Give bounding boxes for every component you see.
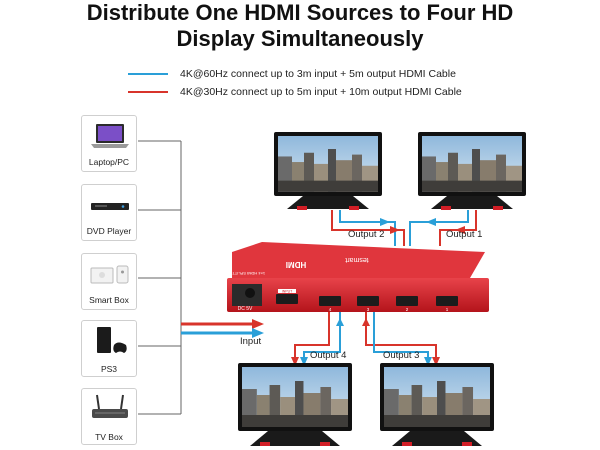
input-cables bbox=[181, 319, 264, 338]
legend-text-60hz: 4K@60Hz connect up to 3m input + 5m outp… bbox=[180, 68, 456, 80]
legend-item-60hz: 4K@60Hz connect up to 3m input + 5m outp… bbox=[128, 66, 456, 82]
source-laptop: Laptop/PC bbox=[81, 115, 137, 172]
port-number-1: 1 bbox=[446, 307, 449, 312]
port-number-2: 2 bbox=[406, 307, 409, 312]
input-label: Input bbox=[240, 336, 262, 347]
legend-line-red bbox=[128, 91, 168, 93]
output-2-label: Output 2 bbox=[348, 229, 385, 240]
source-ps3: PS3 bbox=[81, 320, 137, 377]
hdmi-splitter: DC 5V INPUT 4 3 2 1 HDMI tesmart 1×4 HDM… bbox=[227, 242, 489, 312]
laptop-icon bbox=[91, 124, 129, 148]
device-logo-text: tesmart bbox=[345, 256, 368, 263]
source-label-dvd: DVD Player bbox=[86, 226, 132, 236]
title-line-1: Distribute One HDMI Sources to Four HD bbox=[86, 0, 514, 25]
source-bus-wiring bbox=[138, 140, 182, 415]
monitor-output-1 bbox=[418, 132, 526, 210]
output-1-label: Output 1 bbox=[446, 229, 483, 240]
device-brand-text: HDMI bbox=[286, 260, 306, 269]
legend-text-30hz: 4K@30Hz connect up to 5m input + 10m out… bbox=[180, 86, 462, 98]
output-arrows-lower bbox=[291, 318, 440, 366]
ps3-icon bbox=[97, 327, 127, 353]
source-label-tv-box: TV Box bbox=[95, 432, 123, 442]
output-4-label: Output 4 bbox=[310, 350, 347, 361]
tv-box-icon bbox=[92, 394, 128, 418]
monitor-output-2 bbox=[274, 132, 382, 210]
legend-item-30hz: 4K@30Hz connect up to 5m input + 10m out… bbox=[128, 84, 462, 100]
port-number-3: 3 bbox=[367, 307, 370, 312]
output-cables-upper bbox=[331, 210, 477, 246]
source-dvd: DVD Player bbox=[81, 184, 137, 241]
source-label-laptop: Laptop/PC bbox=[88, 157, 130, 167]
output-3-label: Output 3 bbox=[383, 350, 420, 361]
power-port-label: DC 5V bbox=[238, 306, 253, 312]
port-number-4: 4 bbox=[329, 307, 332, 312]
page-title: Distribute One HDMI Sources to Four HD D… bbox=[0, 0, 600, 52]
dvd-player-icon bbox=[91, 203, 129, 210]
source-tv-box: TV Box bbox=[81, 388, 137, 445]
source-label-ps3: PS3 bbox=[100, 364, 118, 374]
source-label-smart-box: Smart Box bbox=[89, 295, 129, 305]
smart-box-icon bbox=[90, 265, 129, 284]
legend-line-blue bbox=[128, 73, 168, 75]
monitor-output-4 bbox=[238, 363, 352, 446]
monitor-output-3 bbox=[380, 363, 494, 446]
title-line-2: Display Simultaneously bbox=[176, 26, 424, 51]
output-arrows-upper bbox=[380, 218, 465, 234]
device-model-text: 1×4 HDMI SPLITTER bbox=[227, 271, 265, 276]
source-smart-box: Smart Box bbox=[81, 253, 137, 310]
input-port-label: INPUT bbox=[282, 290, 293, 294]
